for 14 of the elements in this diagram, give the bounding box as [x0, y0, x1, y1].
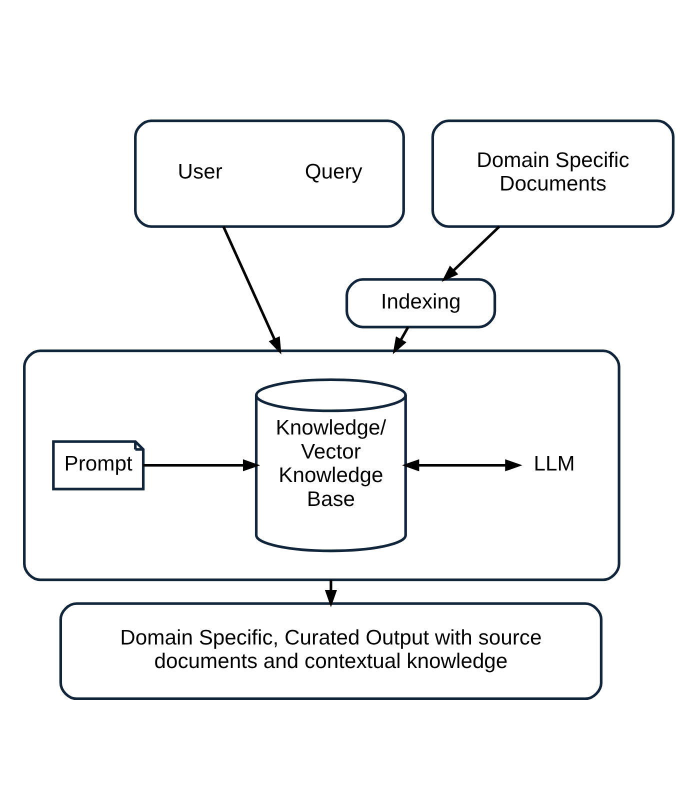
- node-text: LLM: [534, 452, 575, 476]
- node-text: User: [178, 160, 222, 184]
- node-box: Domain Specific Documents: [431, 120, 675, 228]
- arrow: [143, 459, 260, 472]
- node-box: Domain Specific, Curated Output with source documents and contextual knowledge: [59, 602, 603, 700]
- cluster: [23, 349, 620, 582]
- cluster: [134, 120, 405, 228]
- arrow: [222, 226, 282, 354]
- node-box: Indexing: [345, 278, 496, 328]
- arrow: [402, 459, 522, 472]
- arrow: [442, 226, 500, 282]
- node-text: Query: [304, 160, 362, 184]
- arrow: [324, 580, 337, 608]
- arrow: [392, 326, 410, 354]
